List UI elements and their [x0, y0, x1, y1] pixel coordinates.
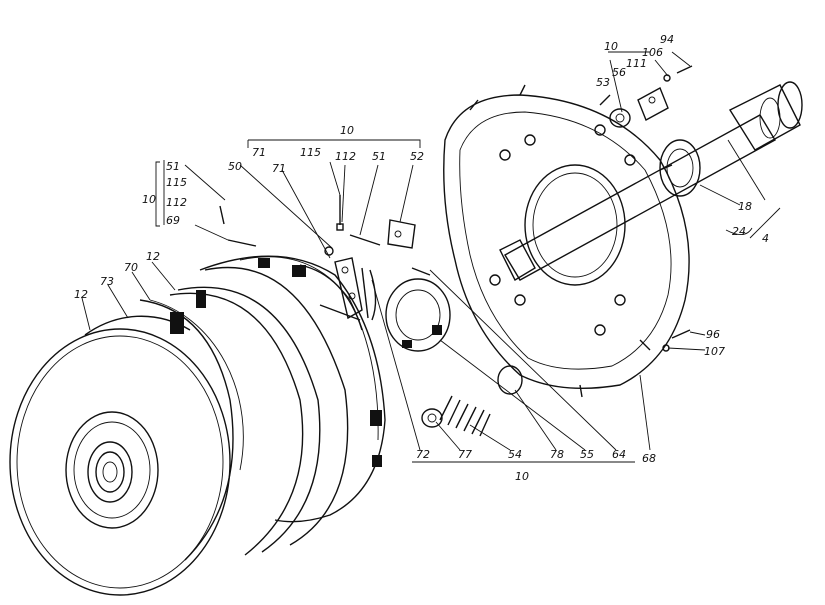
spring-and-nuts — [421, 365, 523, 437]
input-shaft — [499, 81, 803, 281]
callout-brackets — [155, 161, 753, 235]
callout-left-112: 112 — [166, 196, 187, 209]
callout-left-69: 69 — [166, 214, 180, 227]
callout-disc-12b: 12 — [146, 250, 160, 263]
callout-left-51: 51 — [166, 160, 180, 173]
callout-top-right-94: 94 — [660, 33, 674, 46]
callout-upper-10: 10 — [340, 124, 354, 137]
callout-upper-115: 115 — [300, 146, 321, 159]
callout-107: 107 — [704, 345, 725, 358]
callout-96: 96 — [706, 328, 720, 341]
callout-bottom-77: 77 — [458, 448, 472, 461]
callout-bottom-group-10: 10 — [515, 470, 529, 483]
callout-top-right-10: 10 — [604, 40, 618, 53]
callout-bottom-54: 54 — [508, 448, 522, 461]
callout-68: 68 — [642, 452, 656, 465]
callout-bottom-64: 64 — [612, 448, 626, 461]
callout-shaft-18: 18 — [738, 200, 752, 213]
callout-left-10: 10 — [142, 193, 156, 206]
callout-top-right-106: 106 — [642, 46, 663, 59]
callout-upper-51: 51 — [372, 150, 386, 163]
callout-upper-71b: 71 — [272, 162, 286, 175]
callout-left-115: 115 — [166, 176, 187, 189]
callout-top-right-53: 53 — [596, 76, 610, 89]
callout-upper-52: 52 — [410, 150, 424, 163]
callout-shaft-24: 24 — [732, 225, 746, 238]
callout-disc-73: 73 — [100, 275, 114, 288]
callout-top-right-111: 111 — [626, 57, 647, 70]
callout-upper-71: 71 — [252, 146, 266, 159]
clutch-cover — [199, 255, 386, 523]
pressure-plate-stack — [169, 266, 349, 556]
release-ring — [385, 267, 451, 352]
callout-labels: 10 94 106 111 56 53 18 24 4 10 71 115 11… — [74, 33, 769, 483]
callout-shaft-4: 4 — [762, 232, 769, 245]
callout-top-right-56: 56 — [612, 66, 626, 79]
callout-disc-70: 70 — [124, 261, 138, 274]
front-friction-disc — [9, 328, 231, 596]
callout-bottom-72: 72 — [416, 448, 430, 461]
callout-bottom-55: 55 — [580, 448, 594, 461]
release-lever-assembly — [219, 195, 416, 321]
flywheel-housing — [443, 84, 690, 398]
bearing-cap-parts — [609, 65, 693, 352]
callout-bottom-78: 78 — [550, 448, 564, 461]
callout-upper-50: 50 — [228, 160, 242, 173]
leader-lines — [81, 51, 781, 463]
callout-disc-12a: 12 — [74, 288, 88, 301]
callout-upper-112: 112 — [335, 150, 356, 163]
